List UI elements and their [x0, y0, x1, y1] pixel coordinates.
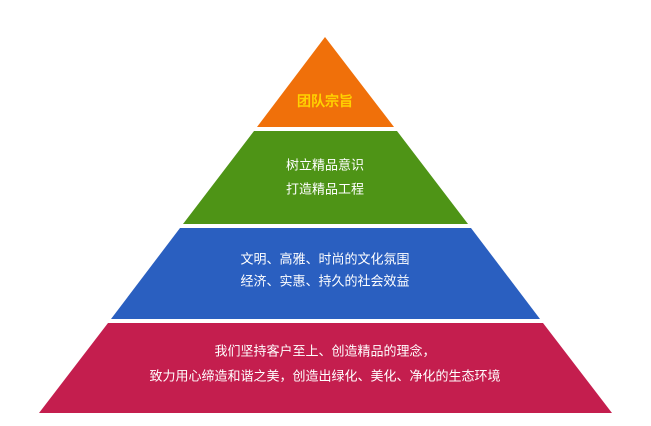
tier-4-trapezoid: [39, 323, 612, 413]
tier-1-line-1: 团队宗旨: [297, 93, 353, 110]
tier-1-triangle: [257, 37, 394, 127]
tier-4-line-1: 我们坚持客户至上、创造精品的理念，: [214, 344, 435, 360]
tier-2-line-1: 树立精品意识: [286, 158, 364, 174]
tier-2-line-2: 打造精品工程: [286, 183, 364, 198]
tier-3-line-2: 经济、实惠、持久的社会效益: [240, 274, 409, 290]
tier-3-line-1: 文明、高雅、时尚的文化氛围: [240, 252, 409, 268]
tier-2-trapezoid: [183, 131, 468, 224]
tier-3-trapezoid: [111, 228, 540, 319]
tier-4-line-2: 致力用心缔造和谐之美，创造出绿化、美化、净化的生态环境: [149, 369, 500, 385]
